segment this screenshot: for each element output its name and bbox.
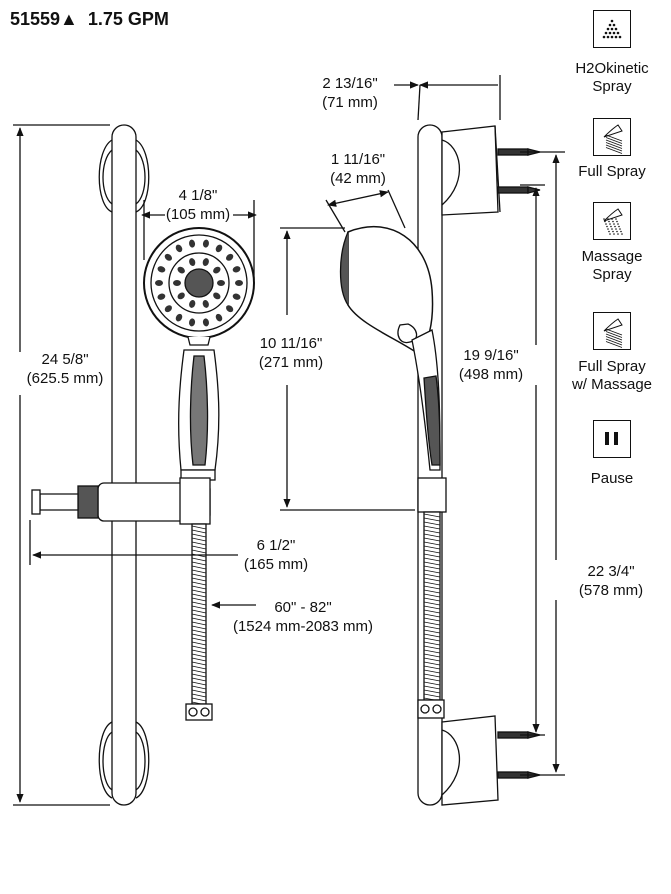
side-view-hose <box>417 511 445 719</box>
h2okinetic-icon <box>593 10 631 48</box>
dim-slider-depth: 6 1/2"(165 mm) <box>243 537 309 573</box>
side-view-handshower <box>339 226 447 513</box>
massage-spray-icon <box>593 202 631 240</box>
dim-handshower-length: 10 11/16"(271 mm) <box>258 335 324 371</box>
full-spray-massage-icon <box>593 312 631 350</box>
dim-head-depth: 1 11/16"(42 mm) <box>330 151 386 187</box>
dim-bracket-depth: 2 13/16"(71 mm) <box>322 75 378 111</box>
front-view-slider <box>31 477 211 525</box>
dim-screw-spacing: 19 9/16"(498 mm) <box>458 347 524 383</box>
front-view-bar <box>98 124 150 806</box>
dim-head-width: 4 1/8"(105 mm) <box>165 187 231 223</box>
front-view-handshower <box>143 227 255 481</box>
front-view-hose <box>185 523 213 721</box>
dim-hose-length: 60" - 82"(1524 mm-2083 mm) <box>232 599 374 635</box>
spray-mode-label: Full Spray <box>578 163 646 180</box>
spray-mode-label: Pause <box>590 470 634 487</box>
dim-overall-height: 24 5/8"(625.5 mm) <box>26 351 104 387</box>
full-spray-icon <box>593 118 631 156</box>
dim-bracket-spacing: 22 3/4"(578 mm) <box>578 563 644 599</box>
pause-icon <box>593 420 631 458</box>
page-title: 51559▲ 1.75 GPM <box>10 9 169 29</box>
